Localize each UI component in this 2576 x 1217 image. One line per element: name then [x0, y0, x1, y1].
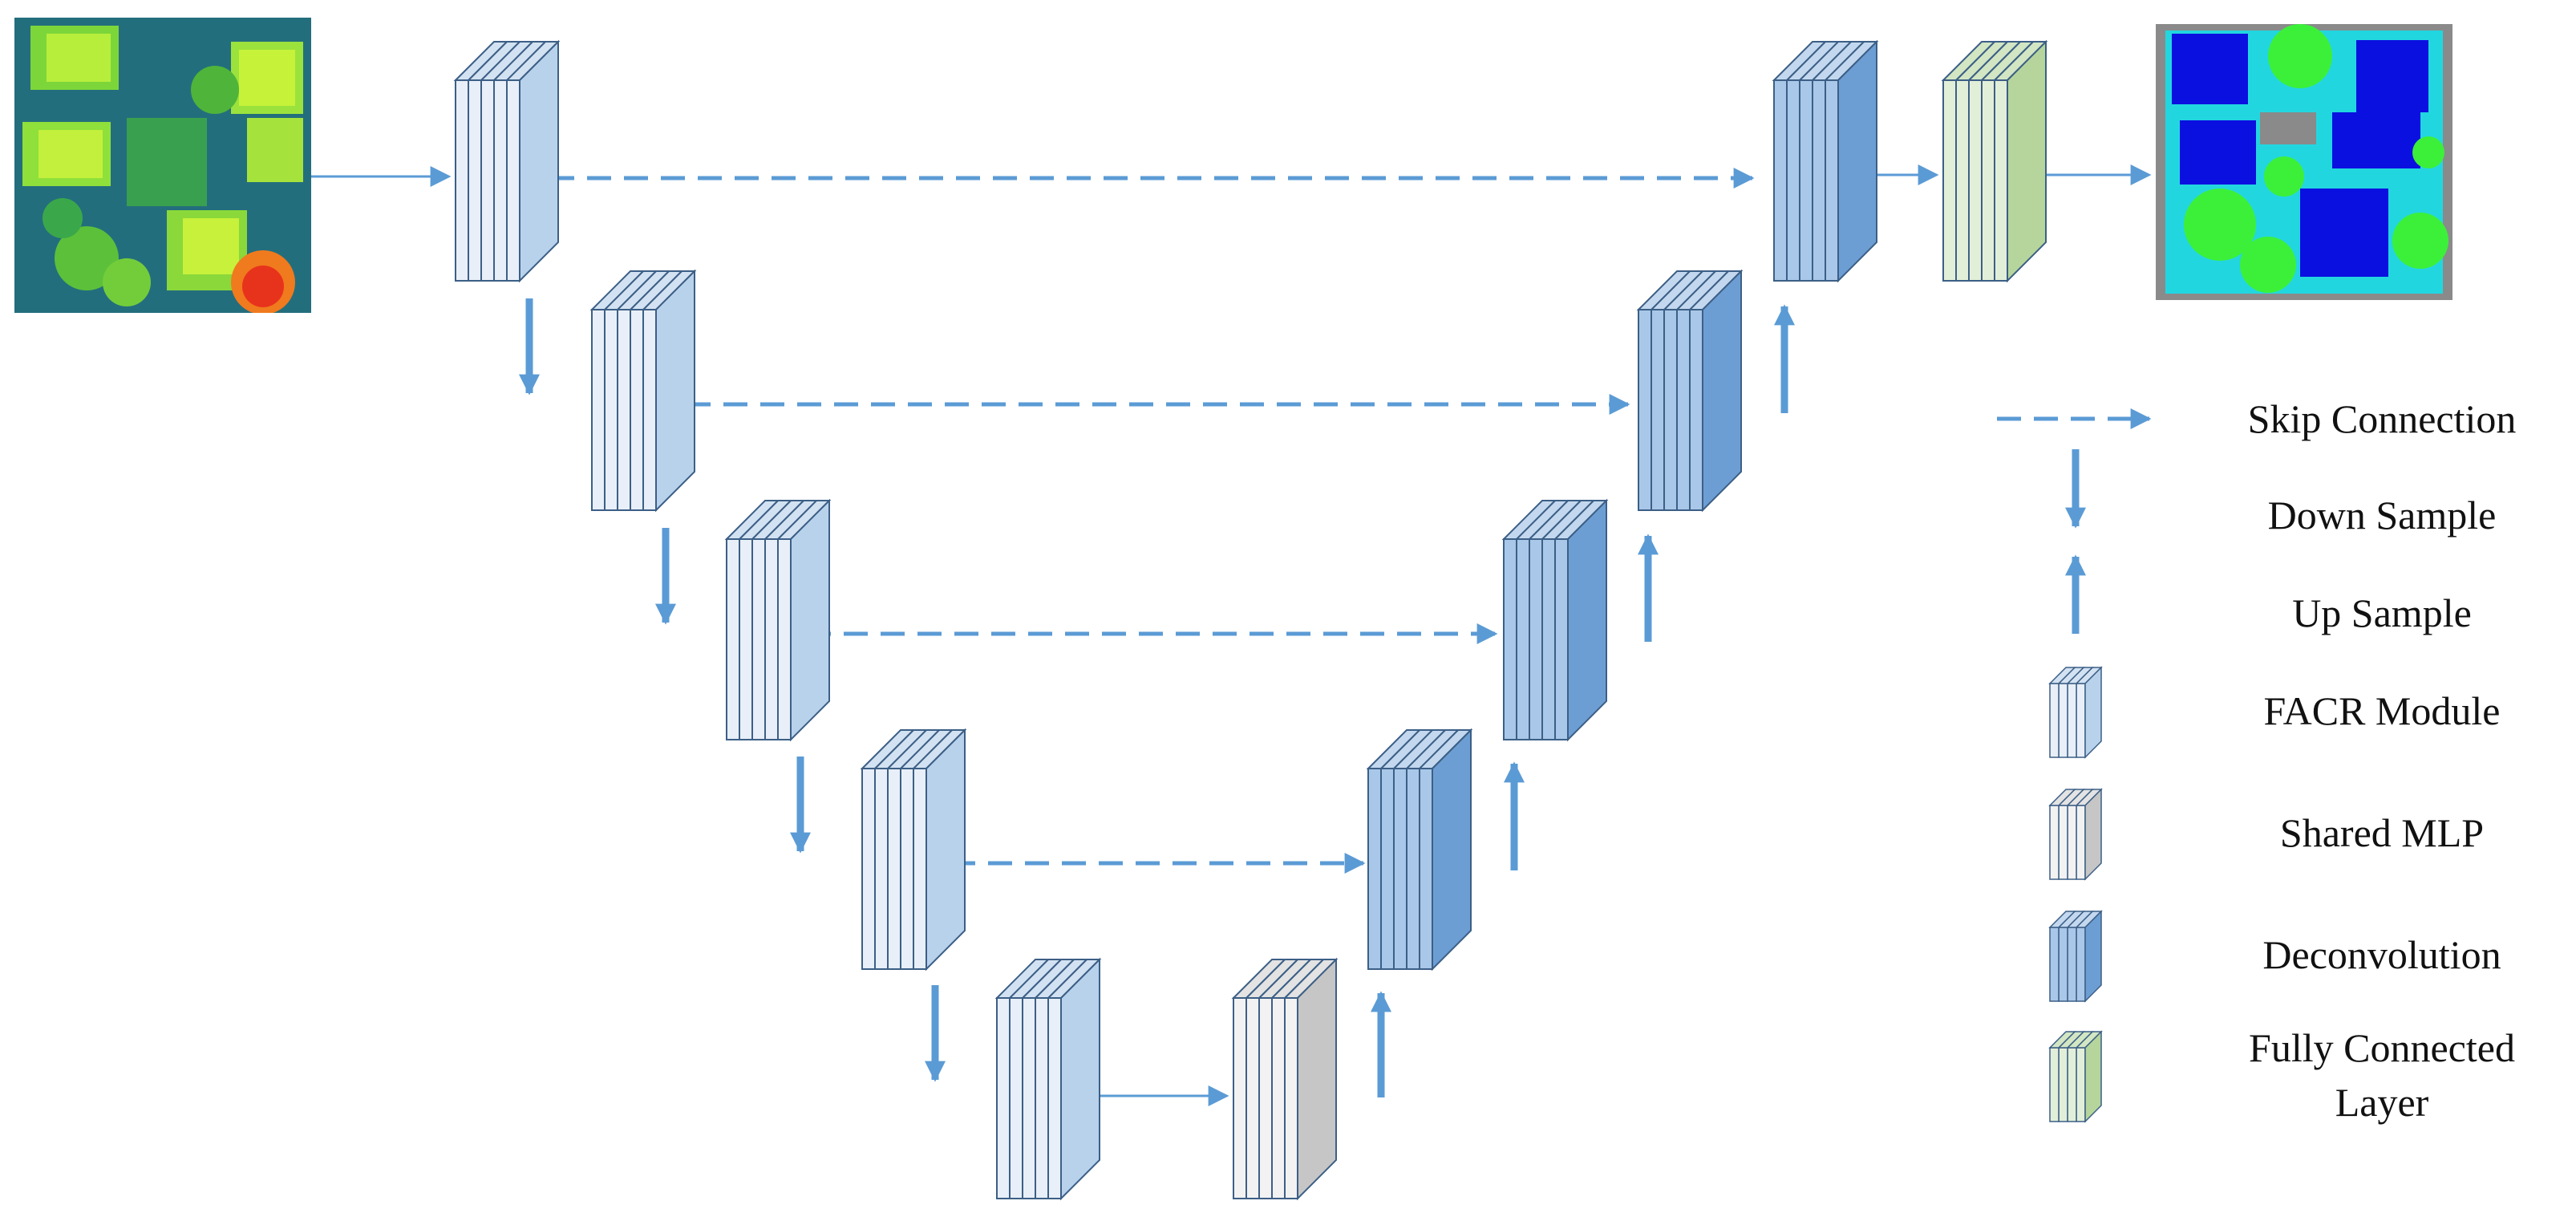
deconvolution-block-3 [1636, 269, 1744, 513]
encoder-facr-module-4 [860, 728, 967, 972]
output-segmentation-image [2156, 24, 2452, 300]
legend [1997, 408, 2152, 1123]
encoder-facr-module-5 [994, 957, 1102, 1201]
legend-shared-mlp-label: Shared MLP [2279, 810, 2485, 855]
legend-down-sample-label: Down Sample [2267, 493, 2497, 538]
shared-mlp-block [1231, 957, 1339, 1201]
legend-fully-connected-label-line1: Fully Connected [2249, 1025, 2515, 1070]
legend-facr-module-label: FACR Module [2263, 688, 2501, 733]
skip-connections [513, 168, 1755, 874]
legend-skip-connection-label: Skip Connection [2247, 396, 2517, 441]
legend-facr-module-icon [2048, 666, 2103, 759]
legend-fully-connected-icon [2048, 1030, 2103, 1123]
legend-fully-connected-label-line2: Layer [2335, 1080, 2429, 1125]
deconvolution-block-1 [1366, 728, 1473, 972]
encoder-facr-module-3 [724, 498, 832, 742]
legend-deconvolution-label: Deconvolution [2262, 932, 2501, 977]
legend-deconvolution-icon [2048, 910, 2103, 1003]
fully-connected-layer-block [1941, 39, 2048, 283]
legend-up-sample-label: Up Sample [2292, 590, 2472, 635]
input-point-cloud-image [14, 18, 311, 313]
deconvolution-block-4 [1772, 39, 1879, 283]
encoder-facr-module-2 [589, 269, 697, 513]
deconvolution-block-2 [1501, 498, 1609, 742]
encoder-facr-module-1 [453, 39, 561, 283]
legend-shared-mlp-icon [2048, 788, 2103, 881]
